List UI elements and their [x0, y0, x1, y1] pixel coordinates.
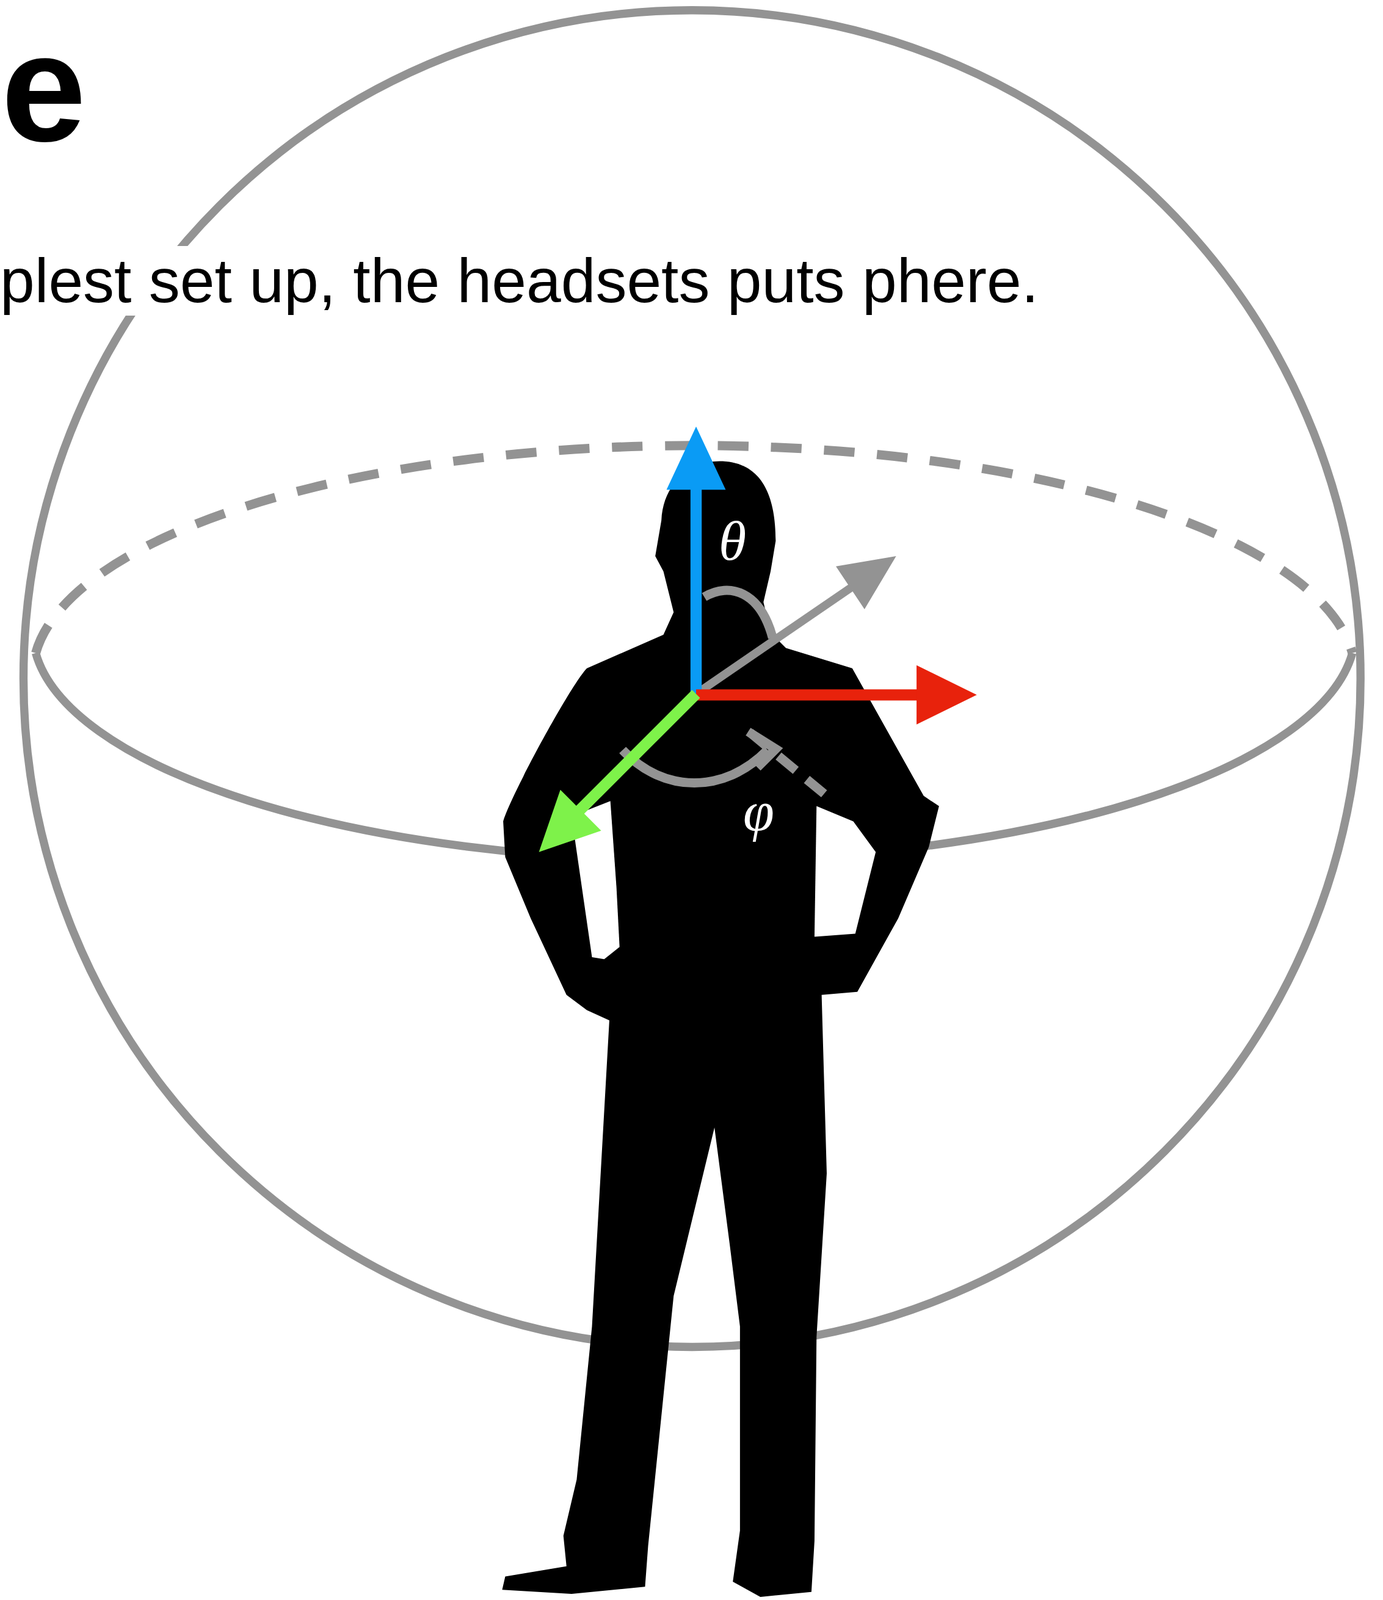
- person-silhouette: [501, 461, 939, 1598]
- axis-direction: [696, 586, 853, 695]
- arrowhead: [835, 556, 897, 610]
- body-text: plest set up, the headsets puts phere.: [0, 237, 1100, 325]
- angle-label: φ: [743, 780, 775, 843]
- phi-arrowhead: [747, 732, 776, 769]
- theta-arc: [704, 590, 773, 639]
- angle-label: θ: [718, 510, 747, 572]
- arrowhead: [539, 790, 602, 853]
- arrowhead: [916, 665, 977, 725]
- axis-forward: [576, 694, 697, 814]
- arm-gap: [814, 806, 876, 938]
- axis-up: [690, 479, 702, 695]
- body-text: plest set up, the headsets puts phere.: [0, 246, 1039, 316]
- phi-arc: [622, 750, 768, 784]
- arrowhead: [666, 426, 726, 491]
- slide-title: e: [1, 12, 87, 165]
- axis-right: [696, 689, 921, 701]
